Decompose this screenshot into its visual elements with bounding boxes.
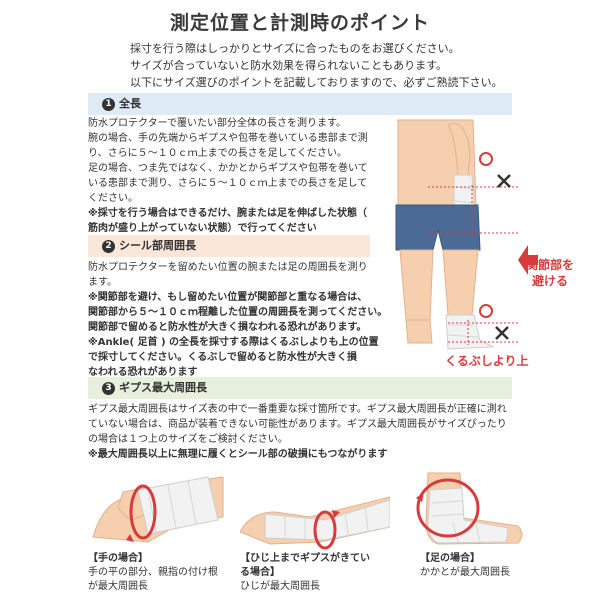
above-ankle-label: くるぶしより上 bbox=[445, 354, 529, 368]
section-number: 2 bbox=[102, 240, 115, 253]
body-line: 防水プロテクターで覆いたい部分全体の長さを測ります。 bbox=[88, 118, 346, 129]
hand-illustration bbox=[92, 476, 224, 543]
section-number: 3 bbox=[102, 382, 115, 395]
cross-icon bbox=[497, 174, 511, 188]
elbow-illustration bbox=[240, 496, 390, 550]
intro-line: 以下にサイズ選びのポイントを記載しておりますので、必ずご熟読下さい。 bbox=[130, 76, 503, 89]
body-line: いる患部まで測り、さらに５～１０ｃｍ上までの長さを足して bbox=[88, 178, 368, 189]
body-line: ください。 bbox=[88, 193, 138, 204]
body-line: 足の場合、つま先ではなく、かかとからギプスや包帯を巻いて bbox=[88, 163, 368, 174]
caption-foot: 【足の場合】 かかとが最大周囲長 bbox=[420, 553, 510, 578]
section-title: ギプス最大周囲長 bbox=[119, 381, 207, 394]
section-body-max-cast-circumference: ギプス最大周囲長はサイズ表の中で一番重要な採寸箇所です。ギプス最大周囲長が正確に… bbox=[88, 402, 507, 462]
section-header-total-length: 1 全長 bbox=[88, 93, 512, 115]
body-line: ていない場合は、商品が装着できない可能性があります。ギプス最大周囲長がサイズぴっ… bbox=[88, 419, 507, 430]
body-illustration bbox=[395, 119, 538, 350]
section-title: 全長 bbox=[119, 97, 141, 110]
body-line: の場合は１つ上のサイズをご検討ください。 bbox=[88, 434, 288, 445]
joint-avoid-label: 関節部を 避ける bbox=[525, 258, 574, 288]
page-title: 測定位置と計測時のポイント bbox=[169, 12, 430, 34]
section-number: 1 bbox=[102, 98, 115, 111]
body-line-bold: ※最大周囲長以上に無理に履くとシール部の破損にもつながります bbox=[88, 449, 388, 460]
intro-line: 採寸を行う際はしっかりとサイズに合ったものをお選びください。 bbox=[130, 42, 460, 55]
body-line: 腕の場合、手の先端からギプスや包帯を巻いている患部まで測 bbox=[88, 133, 368, 144]
section-body-seal-circumference: 防水プロテクターを留めたい位置の腕または足の周囲長を測り ます。 ※関節部を避け… bbox=[88, 260, 387, 380]
body-line-bold: で採寸してください。くるぶしで留めると防水性が大きく損 bbox=[88, 352, 357, 363]
section-header-seal-circumference: 2 シール部周囲長 bbox=[88, 235, 370, 257]
body-line-bold: 筋肉が盛り上がっていない状態）で行ってください bbox=[88, 223, 317, 234]
intro-text: 採寸を行う際はしっかりとサイズに合ったものをお選びください。 サイズが合っていな… bbox=[130, 40, 550, 91]
body-line-bold: 関節部から５～１０ｃｍ程離した位置の周囲長を測ってください。 bbox=[88, 307, 388, 318]
caption-hand: 【手の場合】 手の平の部分、親指の付け根 が最大周囲長 bbox=[88, 553, 218, 592]
ok-circle-icon bbox=[479, 152, 493, 166]
body-line-bold: 関節部で留めると防水性が大きく損なわれる恐れがあります。 bbox=[88, 322, 367, 333]
body-line: ます。 bbox=[88, 277, 117, 288]
body-line-bold: ※Ankle( 足首 ) の全長を採寸する際はくるぶしよりも上の位置 bbox=[88, 337, 379, 348]
section-body-total-length: 防水プロテクターで覆いたい部分全体の長さを測ります。 腕の場合、手の先端からギプ… bbox=[88, 116, 368, 236]
body-line: 防水プロテクターを留めたい位置の腕または足の周囲長を測り bbox=[88, 262, 368, 273]
section-header-max-cast-circumference: 3 ギプス最大周囲長 bbox=[88, 377, 512, 399]
body-line-bold: なわれる恐れがあります bbox=[88, 367, 198, 378]
foot-illustration bbox=[416, 472, 523, 545]
body-line: り、さらに５～１０ｃｍ上までの長さを足してください。 bbox=[88, 148, 347, 159]
cross-icon bbox=[495, 326, 509, 340]
body-line-bold: ※関節部を避け、もし留めたい位置が関節部と重なる場合は、 bbox=[88, 292, 368, 303]
ok-circle-icon bbox=[479, 304, 493, 318]
body-line: ギプス最大周囲長はサイズ表の中で一番重要な採寸箇所です。ギプス最大周囲長が正確に… bbox=[88, 404, 507, 415]
body-line-bold: ※採寸を行う場合はできるだけ、腕または足を伸ばした状態（ bbox=[88, 208, 368, 219]
section-title: シール部周囲長 bbox=[119, 239, 196, 252]
caption-elbow: 【ひじ上までギプスがきてい る場合】 ひじが最大周囲長 bbox=[240, 553, 370, 592]
intro-line: サイズが合っていないと防水効果を得られないこともあります。 bbox=[130, 59, 448, 72]
